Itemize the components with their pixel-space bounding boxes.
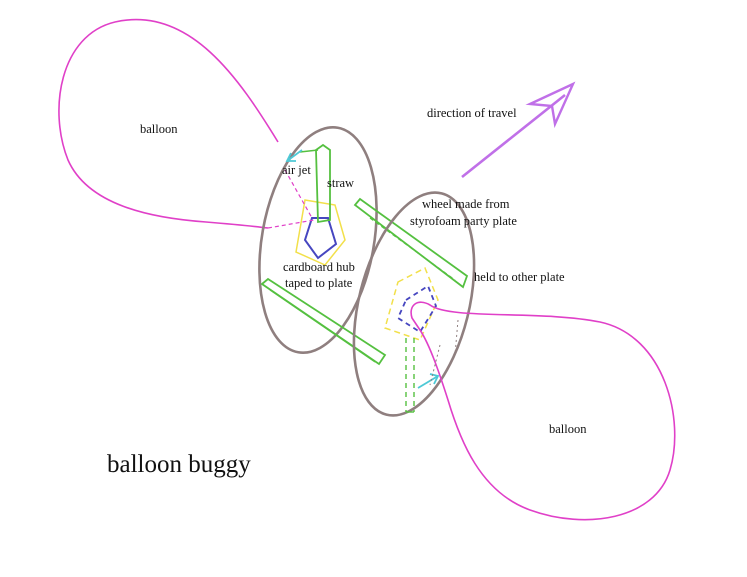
wheel-label-line1: wheel made from: [422, 197, 510, 211]
lower-axle-straw: [260, 277, 387, 366]
straw-label: straw: [327, 176, 354, 190]
jet-straw: [299, 143, 331, 224]
left-hub-blue: [303, 217, 338, 260]
left-balloon-label: balloon: [140, 122, 178, 136]
right-balloon-label: balloon: [549, 422, 587, 436]
right-hub-yellow: [384, 266, 439, 341]
wheel-label-line2: styrofoam party plate: [410, 214, 517, 228]
hub-label-line1: cardboard hub: [283, 260, 355, 274]
right-air-jet-arrow: [417, 373, 440, 389]
hub-label-line2: taped to plate: [285, 276, 353, 290]
right-wheel: [352, 191, 476, 417]
right-jet-straw: [405, 338, 415, 413]
left-wheel: [258, 126, 378, 354]
direction-arrow: [461, 81, 576, 179]
diagram-title: balloon buggy: [107, 451, 251, 478]
direction-label: direction of travel: [427, 106, 517, 120]
left-balloon: [58, 18, 279, 229]
air-jet-label: air jet: [282, 163, 311, 177]
air-jet-arrow: [285, 149, 303, 162]
right-hub-blue: [396, 284, 438, 334]
right-balloon: [410, 301, 676, 521]
held-label: held to other plate: [474, 270, 565, 284]
upper-axle-straw: [353, 197, 469, 289]
